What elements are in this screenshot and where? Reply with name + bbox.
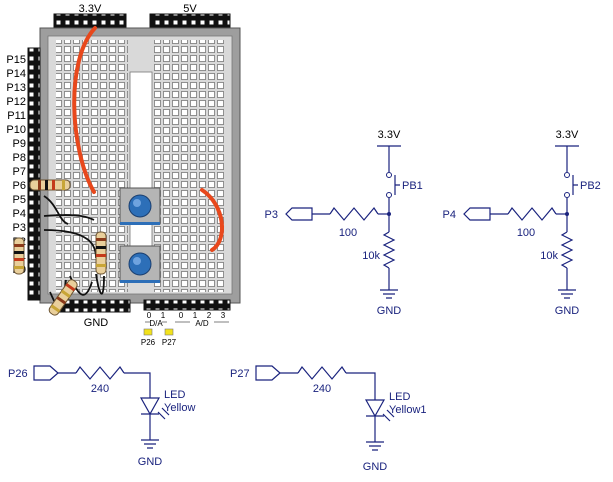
pin-labels: P15 P14 P13 P12 P11 P10 P9 P8 P7 P6 P5 P…: [6, 54, 26, 276]
pb2-pulldown-resistor: [560, 231, 574, 269]
center-channel: [129, 71, 153, 273]
led2-name-label: Yellow1: [389, 404, 427, 416]
resistor-bb-4: [48, 279, 78, 316]
pb1-pulldown-label: 10k: [362, 250, 380, 262]
schematic-led2: P27 240 LED Yellow1 GND: [230, 365, 427, 473]
pin-label-p12: P12: [6, 96, 26, 108]
pin-label-p14: P14: [6, 68, 26, 80]
pb1-pin-port: [285, 207, 313, 221]
pb1-switch-contact-top: [386, 172, 392, 178]
pin-label-p5: P5: [13, 194, 26, 206]
pb2-switch-label: PB2: [580, 180, 601, 192]
led1-type-label: LED: [164, 389, 185, 401]
pb2-ground-label: GND: [555, 305, 580, 317]
breadboard: 3.3V 5V P15 P14 P13 P12 P11 P10 P9 P8 P7…: [6, 3, 241, 347]
label-da: D/A: [149, 319, 163, 328]
pin-label-p13: P13: [6, 82, 26, 94]
led2-wire-anode: [346, 372, 376, 400]
schematic-pb2: 3.3V PB2 10k GND 100 P4: [443, 129, 601, 317]
led-indicator-p27: [164, 328, 174, 336]
resistor-bb-2: [13, 237, 25, 275]
hole-grid-left: [56, 40, 128, 292]
resistor-bb-3: [95, 231, 107, 275]
label-5v: 5V: [183, 3, 197, 15]
pb2-switch-contact-top: [564, 172, 570, 178]
led1-ground-symbol: [141, 439, 159, 449]
led1-pin-port: [33, 365, 59, 381]
ad-number-1: 1: [193, 311, 198, 320]
led-label-p26: P26: [141, 338, 156, 347]
pb1-pulldown-resistor: [382, 231, 396, 269]
pb2-series-resistor: [507, 206, 557, 221]
pb2-switch-contact-bottom: [564, 192, 570, 198]
led1-resistor: [75, 365, 125, 380]
pb2-series-label: 100: [517, 227, 535, 239]
pin-label-p11: P11: [7, 110, 26, 122]
schematic-pb1: 3.3V PB1 10k GND 100 P3: [265, 129, 423, 317]
pushbutton-pb1: [119, 187, 161, 225]
pb2-supply-label: 3.3V: [556, 129, 579, 141]
led1-pin-label: P26: [8, 368, 28, 380]
led2-ground-label: GND: [363, 461, 388, 473]
power-header-3v3: [53, 13, 127, 28]
led2-emission-arrows: [382, 409, 395, 422]
schematic-led1: P26 240 LED Yellow GND: [8, 365, 195, 468]
pin-label-p10: P10: [6, 124, 26, 136]
pb2-ground-symbol: [558, 289, 576, 299]
label-ad: A/D: [195, 319, 209, 328]
pb1-ground-label: GND: [377, 305, 402, 317]
pin-label-p9: P9: [13, 138, 26, 150]
da-ad-header: [143, 299, 231, 311]
led1-diode: [139, 397, 161, 416]
pb2-switch-lever: [572, 175, 578, 195]
jumper-right: [200, 188, 225, 252]
power-header-5v: [149, 13, 231, 28]
pb2-pulldown-label: 10k: [540, 250, 558, 262]
pb1-ground-symbol: [380, 289, 398, 299]
pb1-switch-contact-bottom: [386, 192, 392, 198]
pb1-pin-label: P3: [265, 209, 278, 221]
led-label-p27: P27: [162, 338, 177, 347]
pin-header: [27, 47, 41, 301]
led2-pin-port: [255, 365, 281, 381]
led2-resistor: [297, 365, 347, 380]
pb1-supply-label: 3.3V: [378, 129, 401, 141]
led2-ground-symbol: [366, 441, 384, 451]
pin-label-p6: P6: [13, 180, 26, 192]
led2-resistor-label: 240: [313, 383, 331, 395]
pb2-pin-port: [463, 207, 491, 221]
pushbutton-pb2: [119, 245, 161, 283]
da-number-0: 0: [147, 311, 152, 320]
hole-grid-right: [154, 40, 226, 292]
pb1-switch-label: PB1: [402, 180, 423, 192]
pin-label-p15: P15: [6, 54, 26, 66]
ad-number-3: 3: [221, 311, 226, 320]
led2-type-label: LED: [389, 391, 410, 403]
led1-name-label: Yellow: [164, 402, 195, 414]
label-gnd: GND: [84, 317, 109, 329]
gnd-header: [57, 299, 131, 313]
pb2-pin-label: P4: [443, 209, 456, 221]
pin-label-p7: P7: [13, 166, 26, 178]
pin-label-p4: P4: [13, 208, 26, 220]
led-indicator-p26: [143, 328, 153, 336]
ad-number-0: 0: [179, 311, 184, 320]
led1-resistor-label: 240: [91, 383, 109, 395]
led2-pin-label: P27: [230, 368, 250, 380]
pin-label-p8: P8: [13, 152, 26, 164]
jumper-3v3: [72, 26, 97, 194]
ad-number-2: 2: [207, 311, 212, 320]
led2-diode: [364, 399, 386, 418]
label-3v3: 3.3V: [79, 3, 102, 15]
pb1-series-resistor: [329, 206, 379, 221]
led1-wire-anode: [124, 372, 151, 398]
pb1-switch-lever: [394, 175, 400, 195]
led1-ground-label: GND: [138, 456, 163, 468]
da-number-1: 1: [161, 311, 166, 320]
resistor-bb-1: [29, 179, 71, 191]
led1-emission-arrows: [157, 407, 170, 420]
pb1-series-label: 100: [339, 227, 357, 239]
pin-label-p3: P3: [13, 222, 26, 234]
